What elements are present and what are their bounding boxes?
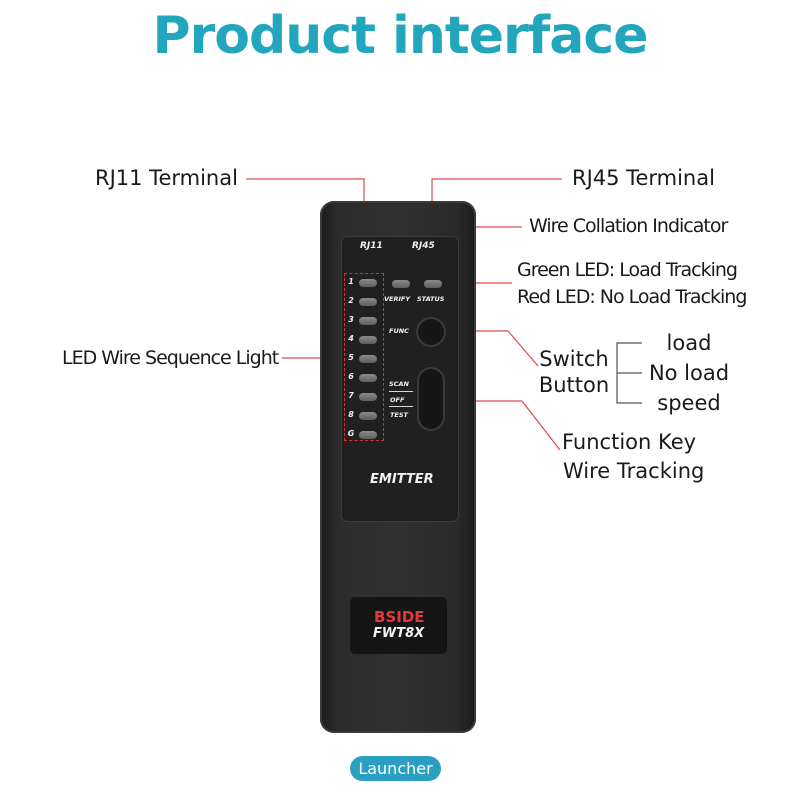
wire-led-8 bbox=[359, 412, 377, 420]
rj11-leader-line bbox=[246, 178, 365, 203]
model-name: FWT8X bbox=[373, 626, 425, 641]
green-led-label: Green LED: Load Tracking bbox=[517, 259, 738, 281]
led-wire-sequence-label: LED Wire Sequence Light bbox=[62, 347, 279, 369]
switch-mode-no-load: No load bbox=[648, 361, 730, 385]
led-number-2: 2 bbox=[348, 296, 354, 305]
rj11-terminal-label: RJ11 Terminal bbox=[95, 166, 238, 190]
wire-led-3 bbox=[359, 317, 377, 325]
switch-mode-load: load bbox=[666, 331, 712, 355]
led-number-g: G bbox=[347, 429, 355, 438]
led-sequence-highlight-box bbox=[344, 273, 384, 441]
wire-led-7 bbox=[359, 393, 377, 401]
wire-collation-indicator-label: Wire Collation Indicator bbox=[529, 215, 728, 237]
brand-name: BSIDE bbox=[374, 608, 425, 626]
red-led-label: Red LED: No Load Tracking bbox=[517, 286, 747, 308]
wire-led-6 bbox=[359, 374, 377, 382]
status-led bbox=[424, 280, 442, 288]
verify-led bbox=[392, 280, 410, 288]
wire-led-g bbox=[359, 431, 377, 439]
func-label: FUNC bbox=[389, 327, 409, 335]
switch-mode-speed: speed bbox=[657, 391, 721, 415]
function-key-label-line2: Wire Tracking bbox=[563, 459, 705, 483]
off-label: OFF bbox=[390, 396, 405, 404]
mode-divider bbox=[389, 391, 413, 392]
mode-slide-switch[interactable] bbox=[419, 369, 443, 429]
function-key-label-line1: Function Key bbox=[562, 430, 697, 454]
scan-label: SCAN bbox=[389, 380, 409, 388]
led-number-1: 1 bbox=[348, 277, 354, 286]
led-number-5: 5 bbox=[348, 353, 354, 362]
rj45-terminal-label: RJ45 Terminal bbox=[572, 166, 715, 190]
function-button[interactable] bbox=[418, 319, 444, 345]
rj45-port-label: RJ45 bbox=[412, 241, 435, 251]
wire-led-5 bbox=[359, 355, 377, 363]
rj45-leader-line bbox=[431, 178, 562, 203]
mode-divider bbox=[389, 406, 413, 407]
led-number-6: 6 bbox=[348, 372, 354, 381]
wire-led-4 bbox=[359, 336, 377, 344]
page-title: Product interface bbox=[152, 6, 649, 66]
test-label: TEST bbox=[390, 411, 408, 419]
led-number-3: 3 bbox=[348, 315, 354, 324]
wire-led-1 bbox=[359, 279, 377, 287]
rj11-port-label: RJ11 bbox=[360, 241, 383, 251]
led-number-8: 8 bbox=[348, 410, 354, 419]
status-label: STATUS bbox=[417, 295, 445, 303]
led-number-7: 7 bbox=[348, 391, 354, 400]
switch-button-label-line2: Button bbox=[538, 373, 610, 397]
wire-led-2 bbox=[359, 298, 377, 306]
emitter-label: EMITTER bbox=[370, 472, 434, 487]
launcher-badge: Launcher bbox=[350, 756, 441, 781]
led-number-4: 4 bbox=[348, 334, 354, 343]
verify-label: VERIFY bbox=[384, 295, 411, 303]
brand-badge bbox=[350, 597, 447, 654]
switch-button-label-line1: Switch bbox=[539, 347, 609, 371]
